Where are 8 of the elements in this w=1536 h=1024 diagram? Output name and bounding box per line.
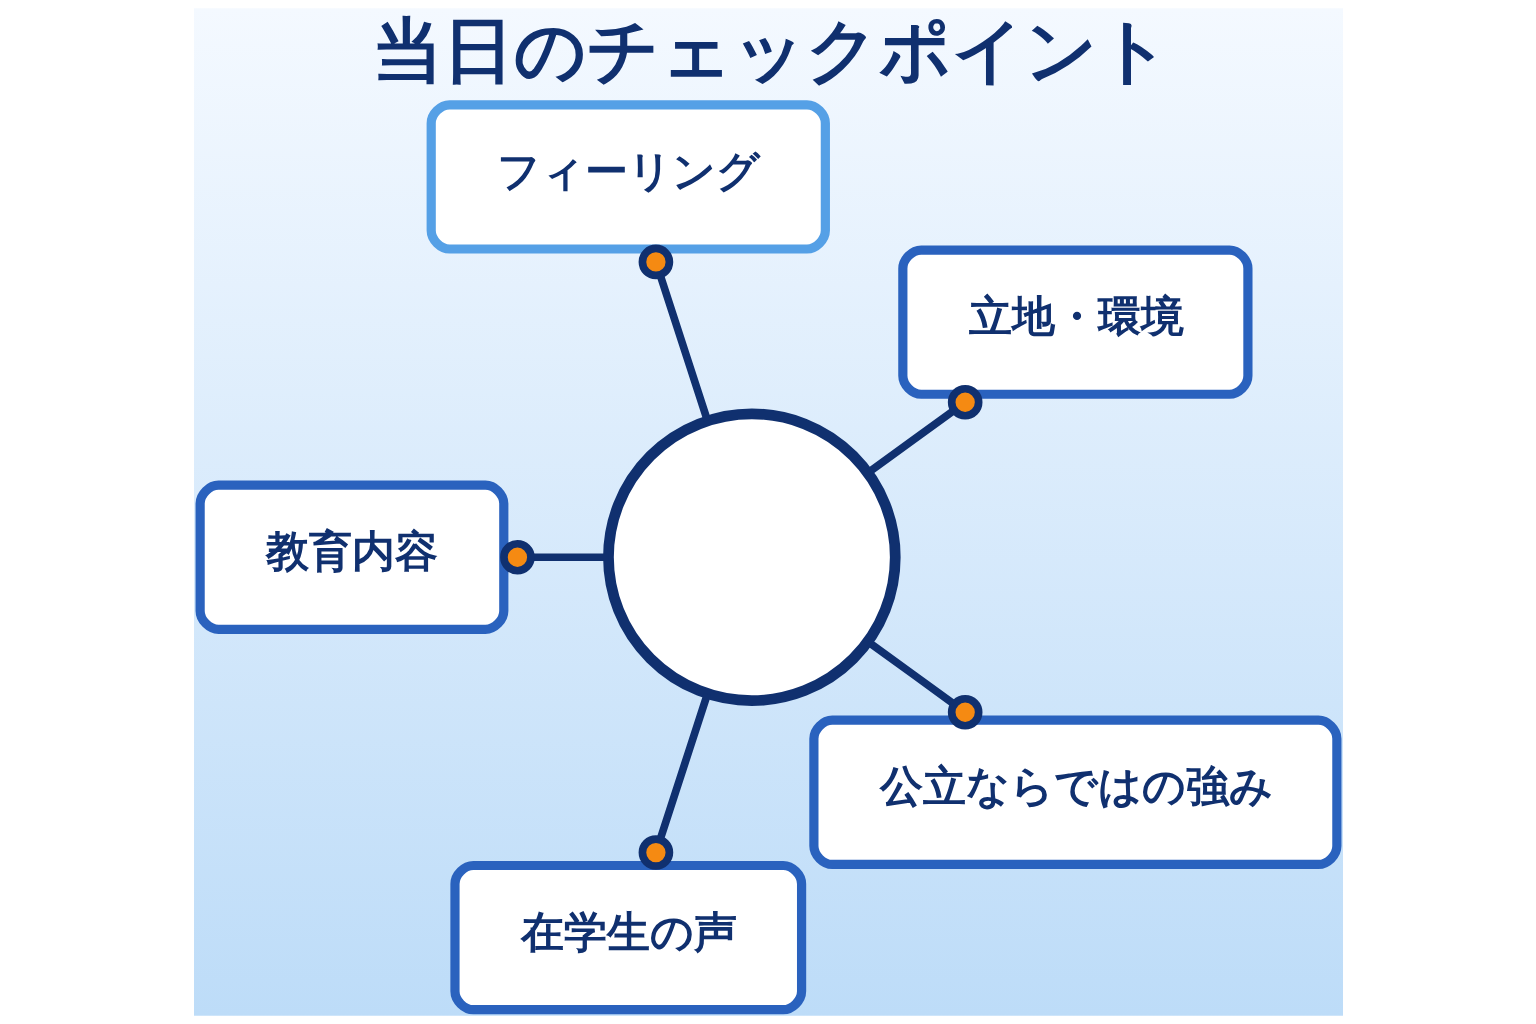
connector (499, 539, 608, 575)
node-circle (602, 408, 901, 706)
node-box: 公立ならではの強み (808, 715, 1341, 869)
node-box: 教育内容 (195, 480, 508, 634)
node-box: フィーリング (426, 100, 830, 254)
node-box: 立地・環境 (897, 245, 1252, 399)
node-box: 在学生の声 (449, 860, 806, 1015)
diagram-title: 当日のチェックポイント (371, 10, 1171, 93)
